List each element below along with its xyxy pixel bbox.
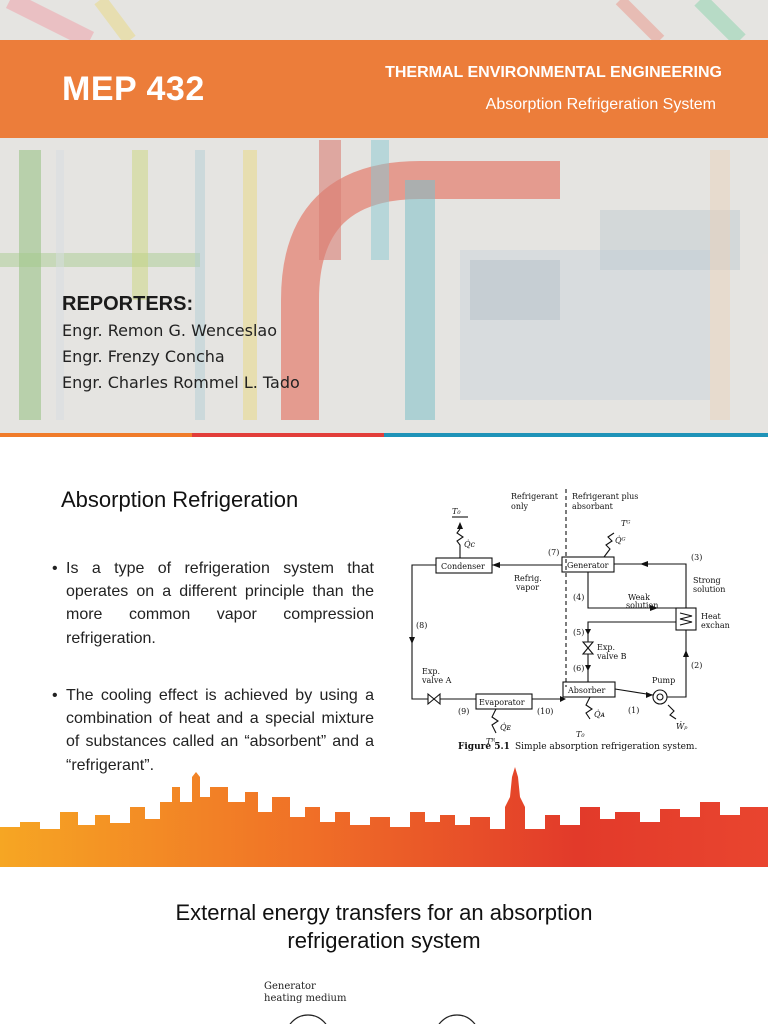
bullet-dot: • bbox=[52, 560, 58, 577]
strong-solution-label: Strong bbox=[693, 576, 721, 585]
reporter-name: Engr. Frenzy Concha bbox=[62, 347, 225, 366]
weak-solution-label: Weak bbox=[628, 593, 650, 602]
state-1: (1) bbox=[628, 706, 639, 715]
slide-title: External energy transfers for an absorpt… bbox=[0, 899, 768, 955]
reporter-name: Engr. Remon G. Wenceslao bbox=[62, 321, 277, 340]
evaporator-label: Evaporator bbox=[479, 698, 525, 707]
course-subtitle: Absorption Refrigeration System bbox=[485, 96, 716, 113]
course-code: MEP 432 bbox=[62, 70, 205, 108]
figure-caption-number: Figure 5.1 bbox=[458, 742, 510, 752]
symbol-tr: Tᴿ bbox=[486, 737, 495, 746]
legend-refrigerant-absorbant: Refrigerant plus bbox=[572, 492, 638, 501]
symbol-qa: Q̇ᴀ bbox=[594, 710, 606, 719]
energy-transfer-diagram bbox=[289, 1014, 476, 1024]
state-10: (10) bbox=[537, 707, 553, 716]
generator-label-line: heating medium bbox=[264, 993, 347, 1004]
weak-solution-label-2: solution bbox=[626, 601, 658, 610]
state-5: (5) bbox=[573, 628, 584, 637]
symbol-qg: Q̇ᴳ bbox=[615, 536, 626, 545]
stripe-blue bbox=[384, 433, 576, 437]
reporters-heading: REPORTERS: bbox=[62, 293, 194, 315]
title-band bbox=[0, 40, 768, 138]
bullet-text: Is a type of refrigeration system that o… bbox=[66, 560, 374, 647]
heat-exchanger-box bbox=[675, 607, 697, 631]
refrig-vapor-label: Refrig. bbox=[514, 574, 542, 583]
absorption-refrigeration-slide: Absorption Refrigeration • Is a type of … bbox=[0, 437, 768, 867]
symbol-wp: Ẇₚ bbox=[676, 722, 688, 731]
heat-exchanger-label: Heat bbox=[701, 612, 721, 621]
symbol-qe: Q̇ᴇ bbox=[500, 723, 512, 732]
generator-label: Generator bbox=[567, 561, 609, 570]
state-9: (9) bbox=[458, 707, 469, 716]
legend-refrigerant-absorbant-2: absorbant bbox=[572, 502, 614, 511]
state-7: (7) bbox=[548, 548, 559, 557]
symbol-t0-absorber: T₀ bbox=[576, 730, 585, 739]
exp-valve-b-label-2: valve B bbox=[596, 652, 627, 661]
evaporator-box bbox=[475, 693, 533, 710]
strong-solution-label-2: solution bbox=[693, 585, 725, 594]
exp-valve-a-label: Exp. bbox=[422, 667, 440, 676]
state-3: (3) bbox=[691, 553, 702, 562]
exp-valve-b-label: Exp. bbox=[597, 643, 615, 652]
absorber-label: Absorber bbox=[567, 686, 606, 695]
bullet-text: The cooling effect is achieved by using … bbox=[66, 687, 374, 774]
course-title: THERMAL ENVIRONMENTAL ENGINEERING bbox=[385, 64, 722, 81]
stripe-orange bbox=[0, 433, 192, 437]
legend-refrigerant-only-2: only bbox=[511, 502, 529, 511]
reporter-name: Engr. Charles Rommel L. Tado bbox=[62, 373, 300, 392]
pump-circle bbox=[652, 689, 668, 705]
absorption-system-diagram: Refrigerant only Refrigerant plus absorb… bbox=[409, 489, 730, 752]
diagram-circle-left bbox=[289, 1014, 327, 1024]
title-slide: MEP 432 THERMAL ENVIRONMENTAL ENGINEERIN… bbox=[0, 0, 768, 437]
legend-refrigerant-only: Refrigerant bbox=[511, 492, 559, 501]
bullet-dot: • bbox=[52, 687, 58, 704]
diagram-circle-right bbox=[438, 1014, 476, 1024]
slide-title-line: refrigeration system bbox=[287, 928, 481, 953]
symbol-t0: T₀ bbox=[452, 507, 461, 516]
slide-title-line: External energy transfers for an absorpt… bbox=[175, 900, 593, 925]
color-stripe-divider bbox=[0, 433, 768, 437]
bullet-point: • Is a type of refrigeration system that… bbox=[52, 557, 374, 650]
generator-label-line: Generator bbox=[264, 981, 316, 992]
heat-exchanger-label-2: exchanger bbox=[701, 621, 730, 630]
stripe-blue bbox=[576, 433, 768, 437]
condenser-label: Condenser bbox=[441, 562, 485, 571]
refrig-vapor-label-2: vapor bbox=[515, 583, 539, 592]
slide-title: Absorption Refrigeration bbox=[61, 487, 299, 512]
generator-heating-medium-label: Generator heating medium bbox=[264, 981, 346, 1005]
symbol-qc: Q̇ᴄ bbox=[464, 540, 476, 549]
stripe-red bbox=[192, 433, 384, 437]
symbol-tg: Tᴳ bbox=[621, 519, 630, 528]
external-energy-transfers-slide: External energy transfers for an absorpt… bbox=[0, 867, 768, 1024]
state-8: (8) bbox=[416, 621, 427, 630]
state-4: (4) bbox=[573, 593, 584, 602]
city-skyline-banner bbox=[0, 767, 768, 867]
pump-label: Pump bbox=[652, 676, 675, 685]
state-2: (2) bbox=[691, 661, 702, 670]
bullet-point: • The cooling effect is achieved by usin… bbox=[52, 684, 374, 777]
state-6: (6) bbox=[573, 664, 584, 673]
exp-valve-a-label-2: valve A bbox=[421, 676, 452, 685]
figure-caption-text: Simple absorption refrigeration system. bbox=[515, 742, 697, 752]
